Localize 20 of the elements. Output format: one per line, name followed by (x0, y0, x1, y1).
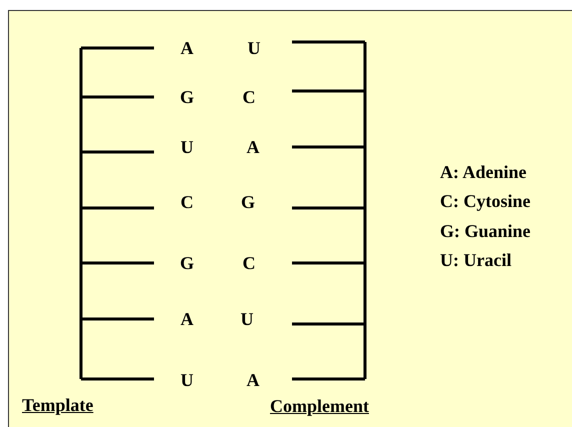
base-letter: U (180, 370, 194, 390)
base-letter: C (242, 87, 256, 107)
base-letter: A (180, 309, 194, 329)
legend-text: A: Adenine (440, 162, 527, 182)
base-letter: U (180, 137, 194, 157)
base-letter: A (246, 370, 260, 390)
base-letter: C (180, 192, 194, 212)
legend-text: C: Cytosine (440, 191, 530, 211)
base-letter: U (248, 38, 260, 58)
strand-label: Template (22, 395, 94, 415)
base-letter: A (180, 38, 194, 58)
base-letter: G (241, 192, 256, 212)
base-letter: U (240, 309, 254, 329)
base-letter: C (242, 253, 256, 273)
base-letter: A (246, 137, 260, 157)
legend-text: U: Uracil (440, 250, 512, 270)
legend-text: G: Guanine (440, 221, 531, 241)
base-letter: G (180, 87, 194, 107)
base-letter: G (180, 253, 194, 273)
strand-label: Complement (270, 396, 369, 416)
